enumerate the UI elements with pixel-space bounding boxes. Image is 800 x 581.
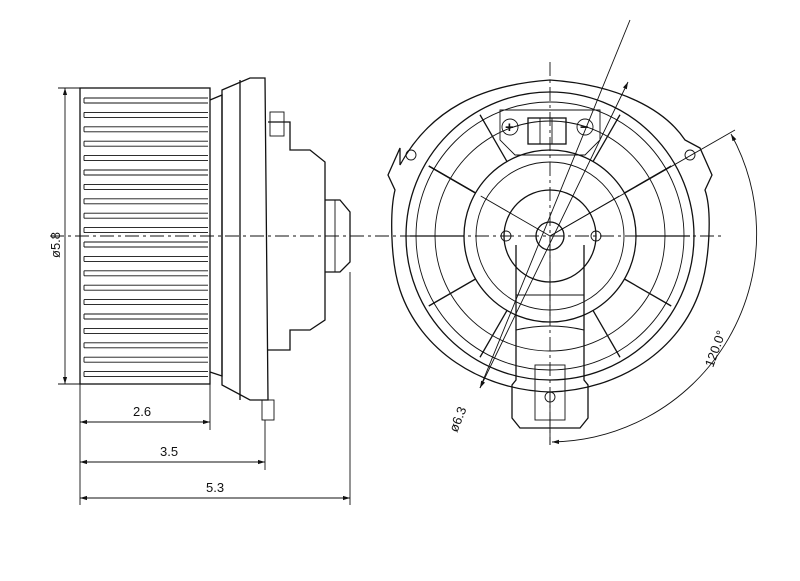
terminal-positive: + xyxy=(505,119,514,136)
fan-fins xyxy=(83,97,208,378)
fan-fin xyxy=(83,198,208,205)
fan-fin xyxy=(83,97,208,104)
terminal-negative: − xyxy=(580,119,589,136)
side-diameter-label: ø5.8 xyxy=(48,232,63,258)
fan-fin xyxy=(83,356,208,363)
fan-fin xyxy=(83,313,208,320)
fan-fin xyxy=(83,241,208,248)
motor-end-cap xyxy=(325,199,351,273)
fan-fin xyxy=(83,327,208,334)
fan-fin xyxy=(83,126,208,133)
fan-fin xyxy=(83,140,208,147)
angle-dimension-arc xyxy=(551,133,758,445)
angle-ext-line xyxy=(549,129,736,237)
hub-rib xyxy=(480,195,551,237)
flange-tab xyxy=(261,399,275,421)
fan-fin xyxy=(83,169,208,176)
housing-spoke xyxy=(479,114,508,162)
mount-hole-left xyxy=(405,149,417,161)
front-diameter-label: ø6.3 xyxy=(446,404,470,434)
mount-hole-right xyxy=(684,149,696,161)
fan-fin xyxy=(83,183,208,190)
angle-label: 120.0° xyxy=(702,328,729,369)
fan-fin xyxy=(83,155,208,162)
fan-fin xyxy=(83,299,208,306)
fan-fin xyxy=(83,284,208,291)
housing-spoke xyxy=(428,165,476,194)
dim-overall-depth: 5.3 xyxy=(206,480,224,495)
tab-line xyxy=(515,325,585,331)
dim-body-depth: 3.5 xyxy=(160,444,178,459)
fan-fin xyxy=(83,270,208,277)
housing-spoke xyxy=(592,114,621,162)
fan-fin xyxy=(83,371,208,378)
fan-fin xyxy=(83,342,208,349)
side-view: ø5.8 2.6 3.5 5.3 xyxy=(48,77,375,505)
connector-boss xyxy=(269,111,285,137)
mounting-flange xyxy=(221,77,269,401)
fan-fin xyxy=(83,212,208,219)
diameter-leader xyxy=(479,19,631,389)
fan-fin xyxy=(83,255,208,262)
fan-fin xyxy=(83,227,208,234)
dim-fan-depth: 2.6 xyxy=(133,404,151,419)
motor-body xyxy=(268,121,326,351)
fan-hub-ring xyxy=(209,94,223,377)
housing-spoke xyxy=(592,310,621,358)
front-view: + − ø6.3 120.0° xyxy=(375,19,758,445)
fan-wheel-outline xyxy=(79,87,211,385)
housing-spoke xyxy=(624,278,672,307)
housing-spoke xyxy=(428,278,476,307)
fan-fin xyxy=(83,111,208,118)
housing-spoke xyxy=(479,310,508,358)
